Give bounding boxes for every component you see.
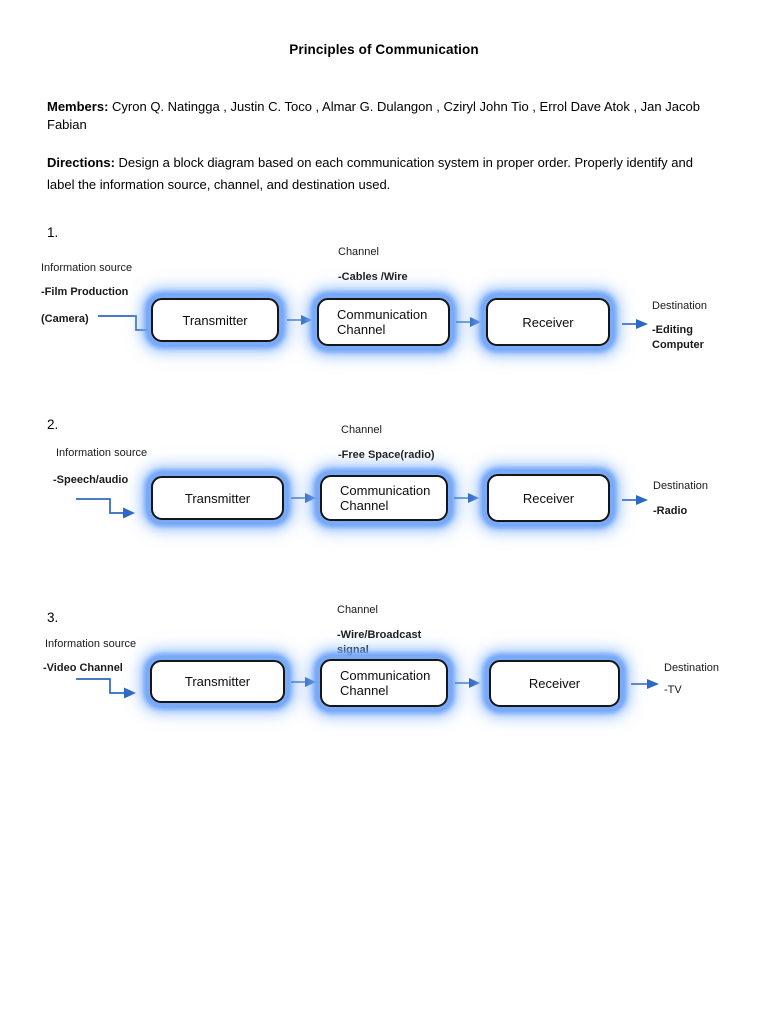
block-transmitter-1: Transmitter [151,298,279,342]
flow-arrow-3b [455,678,480,688]
members-names: Cyron Q. Natingga , Justin C. Toco , Alm… [47,99,700,132]
block-label: Communication Channel [322,667,446,699]
block-label: Transmitter [179,673,256,690]
source-heading-1: Information source [41,262,133,274]
block-label: Transmitter [179,489,256,507]
source-value-1-line2: (Camera) [41,313,89,325]
directions-paragraph: Directions: Design a block diagram based… [47,152,723,196]
source-heading-3: Information source [45,638,137,650]
diagram-number-1: 1. [47,225,59,240]
block-transmitter-3: Transmitter [150,660,285,703]
destination-value-2: -Radio [653,505,688,517]
block-channel-3: Communication Channel [320,659,448,707]
page-title: Principles of Communication [289,42,479,57]
channel-heading-2: Channel [341,424,382,436]
channel-value-1: -Cables /Wire [338,271,408,283]
flow-arrow-1a [287,315,312,325]
channel-value-2: -Free Space(radio) [338,449,435,461]
flow-arrow-1b [456,317,481,327]
members-label: Members: [47,99,109,114]
block-label: Receiver [517,489,580,507]
block-label: Communication Channel [319,306,448,338]
source-arrow-2 [76,498,135,519]
destination-value-1: -Editing Computer [652,324,704,351]
destination-arrow-1 [622,319,648,329]
source-arrow-3 [76,678,136,699]
block-channel-2: Communication Channel [320,475,448,521]
flow-arrow-2a [291,493,316,503]
source-heading-2: Information source [56,447,148,459]
destination-arrow-3 [631,679,659,689]
directions-text: Design a block diagram based on each com… [47,155,693,192]
destination-heading-3: Destination [664,662,720,674]
block-label: Transmitter [177,311,253,329]
channel-heading-1: Channel [338,246,379,258]
members-line: Members: Cyron Q. Natingga , Justin C. T… [47,98,737,134]
flow-arrow-2b [454,493,479,503]
source-value-2-line1: -Speech/audio [53,474,129,486]
destination-arrow-2 [622,495,648,505]
channel-heading-3: Channel [337,604,378,616]
source-value-3-line1: -Video Channel [43,662,123,674]
block-transmitter-2: Transmitter [151,476,284,520]
diagram-number-2: 2. [47,417,59,432]
diagram-row-3: 3. Information source -Video Channel Cha… [0,597,768,767]
block-label: Receiver [523,675,586,692]
block-label: Receiver [517,313,579,331]
block-receiver-1: Receiver [486,298,610,346]
destination-heading-2: Destination [653,480,709,492]
diagram-number-3: 3. [47,610,59,625]
destination-value-3: -TV [664,684,682,696]
diagram-row-2: 2. Information source -Speech/audio Chan… [0,412,768,582]
destination-heading-1: Destination [652,300,708,312]
directions-label: Directions: [47,155,115,170]
block-receiver-2: Receiver [487,474,610,522]
channel-value-3: -Wire/Broadcast signal [337,629,422,656]
flow-arrow-3a [291,677,316,687]
diagram-row-1: 1. Information source -Film Production (… [0,220,768,390]
block-channel-1: Communication Channel [317,298,450,346]
block-receiver-3: Receiver [489,660,620,707]
block-label: Communication Channel [322,482,446,514]
source-value-1-line1: -Film Production [41,286,129,298]
